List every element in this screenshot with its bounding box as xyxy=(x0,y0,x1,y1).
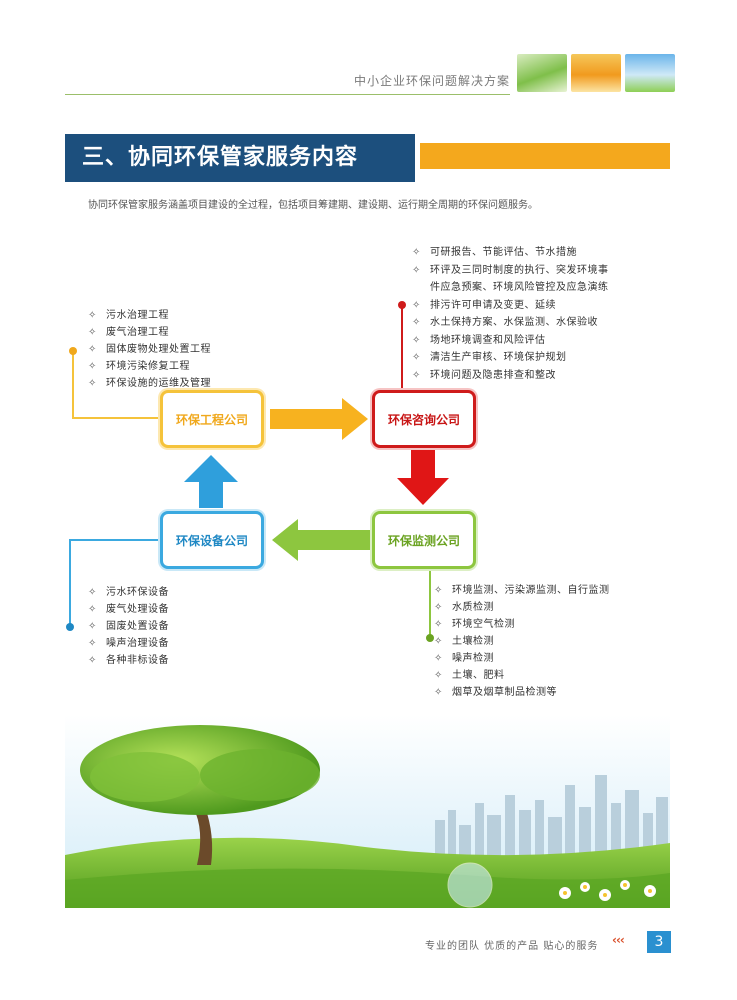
engineering-services-list: ✧污水治理工程 ✧废气治理工程 ✧固体废物处理处置工程 ✧环境污染修复工程 ✧环… xyxy=(88,307,211,392)
arrow-engineering-to-consult xyxy=(270,398,368,440)
list-item: ✧环境监测、污染源监测、自行监测 xyxy=(434,582,610,599)
engineering-company-box: 环保工程公司 xyxy=(160,390,264,448)
equipment-connector-dot xyxy=(66,623,74,631)
diamond-star-icon: ✧ xyxy=(88,655,97,666)
diamond-star-icon: ✧ xyxy=(88,638,97,649)
list-item: ✧排污许可申请及变更、延续 xyxy=(412,297,692,315)
list-item: ✧土壤检测 xyxy=(434,633,610,650)
list-item: ✧环境问题及隐患排查和整改 xyxy=(412,367,692,385)
diamond-star-icon: ✧ xyxy=(434,602,443,613)
list-item: ✧水质检测 xyxy=(434,599,610,616)
header-thumbnail-sprout xyxy=(625,54,675,92)
list-item: ✧土壤、肥料 xyxy=(434,667,610,684)
monitoring-services-list: ✧环境监测、污染源监测、自行监测 ✧水质检测 ✧环境空气检测 ✧土壤检测 ✧噪声… xyxy=(434,582,610,701)
list-item: ✧环境污染修复工程 xyxy=(88,358,211,375)
list-item: ✧清洁生产审核、环境保护规划 xyxy=(412,349,692,367)
list-item: ✧环保设施的运维及管理 xyxy=(88,375,211,392)
diamond-star-icon: ✧ xyxy=(412,334,421,346)
list-item: ✧烟草及烟草制品检测等 xyxy=(434,684,610,701)
engineering-connector-dot xyxy=(69,347,77,355)
diamond-star-icon: ✧ xyxy=(88,327,97,338)
arrow-equipment-to-engineering xyxy=(184,455,238,508)
diamond-star-icon: ✧ xyxy=(412,299,421,311)
list-item: ✧废气处理设备 xyxy=(88,601,169,618)
equipment-services-list: ✧污水环保设备 ✧废气处理设备 ✧固废处置设备 ✧噪声治理设备 ✧各种非标设备 xyxy=(88,584,169,669)
service-flow-diagram xyxy=(66,301,449,642)
list-item: ✧污水环保设备 xyxy=(88,584,169,601)
diamond-star-icon: ✧ xyxy=(434,653,443,664)
engineering-connector-line xyxy=(72,352,160,419)
list-item: ✧可研报告、节能评估、节水措施 xyxy=(412,244,692,262)
header-thumbnail-sunset xyxy=(571,54,621,92)
list-item: ✧噪声检测 xyxy=(434,650,610,667)
list-item: ✧各种非标设备 xyxy=(88,652,169,669)
footer-slogan: 专业的团队 优质的产品 贴心的服务 xyxy=(425,941,599,952)
diamond-star-icon: ✧ xyxy=(88,378,97,389)
chevron-left-icon: ‹‹‹ xyxy=(612,933,625,947)
diamond-star-icon: ✧ xyxy=(412,264,421,276)
header-rule xyxy=(65,94,510,95)
green-landscape-illustration xyxy=(65,715,670,908)
tree-trunk xyxy=(193,807,213,865)
equipment-connector-line xyxy=(69,539,160,626)
consult-connector-dot xyxy=(398,301,406,309)
diamond-star-icon: ✧ xyxy=(434,687,443,698)
list-item: ✧污水治理工程 xyxy=(88,307,211,324)
city-skyline xyxy=(435,775,668,860)
diamond-star-icon: ✧ xyxy=(412,352,421,363)
list-item: ✧固废处置设备 xyxy=(88,618,169,635)
list-item: ✧场地环境调查和风险评估 xyxy=(412,332,692,350)
diamond-star-icon: ✧ xyxy=(434,619,443,630)
list-item: ✧水土保持方案、水保监测、水保验收 xyxy=(412,314,692,332)
list-item: ✧固体废物处理处置工程 xyxy=(88,341,211,358)
list-item: ✧环境空气检测 xyxy=(434,616,610,633)
section-title: 三、协同环保管家服务内容 xyxy=(82,145,359,170)
list-item: ✧废气治理工程 xyxy=(88,324,211,341)
arrow-monitoring-to-equipment xyxy=(272,519,370,561)
list-item: ✧噪声治理设备 xyxy=(88,635,169,652)
diamond-star-icon: ✧ xyxy=(88,604,97,615)
diamond-star-icon: ✧ xyxy=(434,636,443,647)
section-accent-bar xyxy=(420,143,670,169)
intro-paragraph: 协同环保管家服务涵盖项目建设的全过程，包括项目筹建期、建设期、运行期全周期的环保… xyxy=(88,200,538,211)
list-item: ✧环评及三同时制度的执行、突发环境事 xyxy=(412,262,692,280)
consulting-company-box: 环保咨询公司 xyxy=(372,390,476,448)
diamond-star-icon: ✧ xyxy=(412,369,421,381)
diamond-star-icon: ✧ xyxy=(88,587,97,598)
page-number: 3 xyxy=(647,931,671,953)
equipment-company-box: 环保设备公司 xyxy=(160,511,264,569)
monitoring-connector-dot xyxy=(426,634,434,642)
arrow-consult-to-monitoring xyxy=(397,450,449,505)
diamond-star-icon: ✧ xyxy=(88,621,97,632)
diamond-star-icon: ✧ xyxy=(412,317,421,328)
diamond-star-icon: ✧ xyxy=(88,361,97,372)
document-header-title: 中小企业环保问题解决方案 xyxy=(353,74,510,88)
diamond-star-icon: ✧ xyxy=(434,670,443,681)
diamond-star-icon: ✧ xyxy=(88,344,97,355)
consulting-services-list: ✧可研报告、节能评估、节水措施 ✧环评及三同时制度的执行、突发环境事 件应急预案… xyxy=(412,244,692,384)
diamond-star-icon: ✧ xyxy=(88,310,97,321)
list-item-continuation: 件应急预案、环境风险管控及应急演练 xyxy=(430,282,609,293)
monitoring-company-box: 环保监测公司 xyxy=(372,511,476,569)
section-banner xyxy=(65,134,415,182)
diamond-star-icon: ✧ xyxy=(434,585,443,596)
header-thumbnail-dandelion xyxy=(517,54,567,92)
bubble xyxy=(447,862,493,908)
diamond-star-icon: ✧ xyxy=(412,247,421,258)
